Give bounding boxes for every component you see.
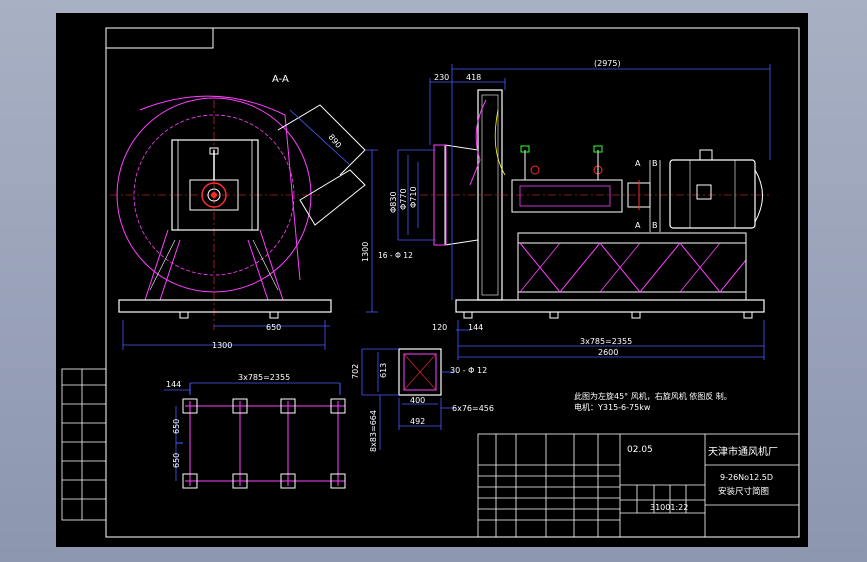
dim-1300-height: 1300 — [361, 242, 370, 262]
revision-table — [61, 368, 107, 521]
dim-144-plan: 144 — [166, 380, 181, 389]
section-mark-b-top: B — [652, 159, 658, 168]
title-date: 02.05 — [627, 445, 653, 455]
dim-2600: 2600 — [598, 348, 618, 357]
fan-side-view — [110, 95, 366, 330]
title-drawing-name: 安装尺寸简图 — [718, 486, 769, 497]
title-model: 9-26No12.5D — [720, 473, 773, 482]
dim-6x76: 6x76=456 — [452, 404, 494, 413]
dim-400: 400 — [410, 396, 425, 405]
title-block — [477, 433, 800, 538]
dim-30-phi12: 30 - Φ 12 — [450, 366, 487, 375]
dim-144-right: 144 — [468, 323, 483, 332]
drawing-border — [105, 27, 800, 538]
note-line-1: 此图为左旋45° 风机，右旋风机 依图反 制。 — [574, 391, 732, 401]
dim-650-plan-a: 650 — [172, 419, 181, 434]
dim-phi770: Φ770 — [399, 188, 408, 210]
dim-3x785-plan: 3x785=2355 — [238, 373, 290, 382]
drawing-sheet — [56, 13, 808, 547]
section-label: A-A — [272, 74, 289, 85]
dim-702: 702 — [351, 364, 360, 379]
dim-613: 613 — [379, 363, 388, 378]
note-line-2: 电机：Y315-6-75kw — [574, 402, 651, 412]
section-mark-b-bottom: B — [652, 221, 658, 230]
foundation-plan — [164, 382, 346, 489]
section-mark-a-top: A — [635, 159, 641, 168]
dim-492: 492 — [410, 417, 425, 426]
dim-16-phi12: 16 - Φ 12 — [378, 251, 413, 260]
dim-418: 418 — [466, 73, 481, 82]
dim-650-plan-b: 650 — [172, 453, 181, 468]
section-mark-a-bottom: A — [635, 221, 641, 230]
title-company: 天津市通风机厂 — [708, 445, 778, 458]
dim-230: 230 — [434, 73, 449, 82]
dim-650: 650 — [266, 323, 281, 332]
dim-phi710: Φ710 — [409, 186, 418, 208]
dim-120: 120 — [432, 323, 447, 332]
dim-phi830: Φ830 — [389, 191, 398, 213]
dim-3x785-right: 3x785=2355 — [580, 337, 632, 346]
right-dimensions — [397, 64, 771, 360]
dim-8x83: 8x83=664 — [369, 410, 378, 452]
code-box — [105, 27, 214, 49]
dim-2975: (2975) — [594, 59, 621, 68]
flange-detail — [361, 348, 455, 450]
dim-1300-width: 1300 — [212, 341, 232, 350]
fan-front-view — [420, 89, 770, 319]
title-scale: 31001:22 — [650, 503, 688, 512]
left-dimensions — [122, 149, 378, 350]
